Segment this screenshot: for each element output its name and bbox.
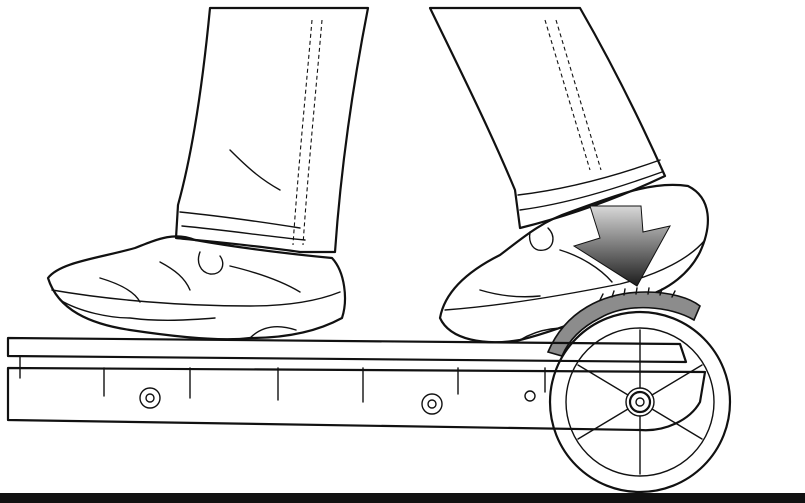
foot-brake-arrow-icon — [574, 206, 670, 286]
left-leg — [176, 8, 368, 252]
brake-fender — [548, 292, 700, 356]
footer-bar — [0, 493, 805, 503]
scooter-deck — [8, 338, 705, 430]
rear-wheel — [550, 312, 730, 492]
right-leg — [430, 8, 665, 228]
